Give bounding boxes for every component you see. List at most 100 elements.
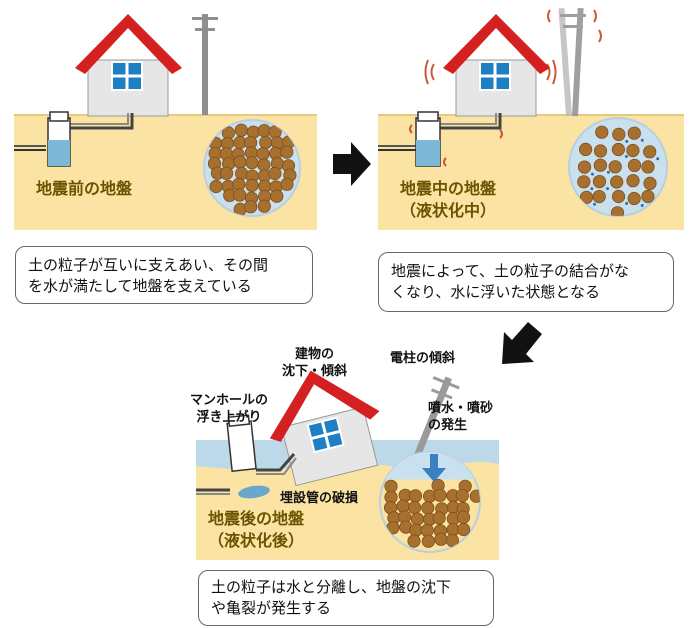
callout-sand-boil-line-1: 噴水・噴砂 [428,401,494,416]
soil-particle [409,523,423,537]
caption-before-line-2: を水が満たして地盤を支えている [28,277,252,295]
soil-particle [612,127,626,141]
arrow-right-icon [333,142,371,186]
soil-particle [641,189,655,204]
soil-particle [256,147,270,161]
caption-before: 土の粒子が互いに支えあい、その間 を水が満たして地盤を支えている [15,246,313,304]
soil-particle [245,156,259,170]
callout-pipe: 埋設管の破損 [280,491,359,506]
soil-particle [579,142,593,156]
broken-pipe-icon [196,453,297,499]
soil-circle [568,117,668,217]
soil-particle [280,177,294,191]
soil-label-during-line-1: 地震中の地盤 [400,179,497,198]
soil-particle [456,510,471,524]
soil-circle [203,119,301,217]
callout-building-line-1: 建物の [295,347,335,362]
soil-label-before: 地震前の地盤 [36,179,133,198]
soil-particle [608,160,622,174]
soil-particle [456,522,471,537]
pipe-icon [14,113,134,151]
caption-during-line-1: 地震によって、土の粒子の結合がな [391,262,630,280]
soil-particle [627,126,641,140]
caption-during: 地震によって、土の粒子の結合がな くなり、水に浮いた状態となる [378,252,674,312]
soil-particle [408,489,423,503]
soil-particle [268,166,282,181]
soil-particle [577,160,592,174]
utility-pole-icon [558,7,586,117]
house-icon [75,14,182,117]
callout-sand-boil: 噴水・噴砂 の発生 [428,400,493,434]
soil-particle [434,532,448,546]
callout-building-line-2: 沈下・傾斜 [282,364,348,379]
caption-after-line-2: や亀裂が発生する [211,599,332,617]
soil-particle [643,176,657,190]
soil-particle [270,189,284,203]
caption-before-line-1: 土の粒子が互いに支えあい、その間 [28,256,269,274]
soil-particle [643,145,657,159]
soil-particle [611,142,625,157]
soil-particle [593,158,607,172]
soil-particle [421,501,435,515]
panel-during: 地震中の地盤 （液状化中） [372,0,693,240]
manhole-icon [226,414,257,472]
soil-particle [592,175,607,189]
soil-particle [233,155,247,169]
soil-particle [592,190,606,204]
soil-particle [233,188,247,202]
soil-particle [432,511,446,525]
soil-particle [257,124,271,138]
soil-particle [421,534,435,548]
soil-particle [257,199,271,213]
before-scene [14,14,317,230]
after-scene [196,370,499,560]
soil-particle [595,125,609,139]
soil-particle [407,534,421,548]
soil-label-after-line-2: （液状化後） [208,531,305,550]
callout-sand-boil-line-2: の発生 [428,418,468,433]
house-icon [269,370,380,487]
during-scene [378,7,684,230]
arrow-down-icon [422,454,446,482]
soil-particle [433,488,447,502]
arrow-down-left-icon [502,322,542,364]
soil-particle [626,174,640,188]
soil-particle [234,123,248,137]
manhole-icon [47,111,71,167]
soil-particle [280,145,294,159]
soil-label-during: 地震中の地盤 （液状化中） [400,178,496,222]
shake-lines-icon [409,9,602,167]
soil-particle [455,489,469,503]
callout-building: 建物の 沈下・傾斜 [282,346,347,380]
soil-particle [209,179,223,194]
caption-after: 土の粒子は水と分離し、地盤の沈下 や亀裂が発生する [198,570,494,626]
soil-particle [593,144,608,158]
soil-circle [379,451,481,553]
soil-particle [410,512,424,526]
panel-before: 地震前の地盤 [0,0,330,240]
callout-manhole-line-1: マンホールの [190,393,269,408]
soil-particle [641,160,655,174]
panel-after: 建物の 沈下・傾斜 電柱の傾斜 マンホールの 浮き上がり 噴水・噴砂 の発生 埋… [190,330,510,570]
soil-label-during-line-2: （液状化中） [400,201,497,220]
callout-manhole-line-2: 浮き上がり [196,410,262,425]
caption-after-line-1: 土の粒子は水と分離し、地盤の沈下 [211,578,452,596]
pipe-icon [378,113,502,151]
callout-pole: 電柱の傾斜 [390,351,456,366]
soil-particle [627,191,641,206]
soil-particle [612,189,626,204]
utility-pole-icon [192,14,218,115]
soil-particle [445,533,459,547]
soil-particle [244,200,258,214]
house-icon [443,14,550,117]
soil-particle [220,166,234,180]
soil-particle [626,143,640,158]
soil-particle [627,158,642,172]
manhole-icon [415,111,441,167]
soil-label-after-line-1: 地震後の地盤 [208,509,305,528]
soil-particle [245,178,259,192]
soil-particle [259,135,273,149]
callout-manhole: マンホールの 浮き上がり [190,392,268,426]
soil-particle [610,175,624,189]
caption-during-line-2: くなり、水に浮いた状態となる [391,283,600,301]
